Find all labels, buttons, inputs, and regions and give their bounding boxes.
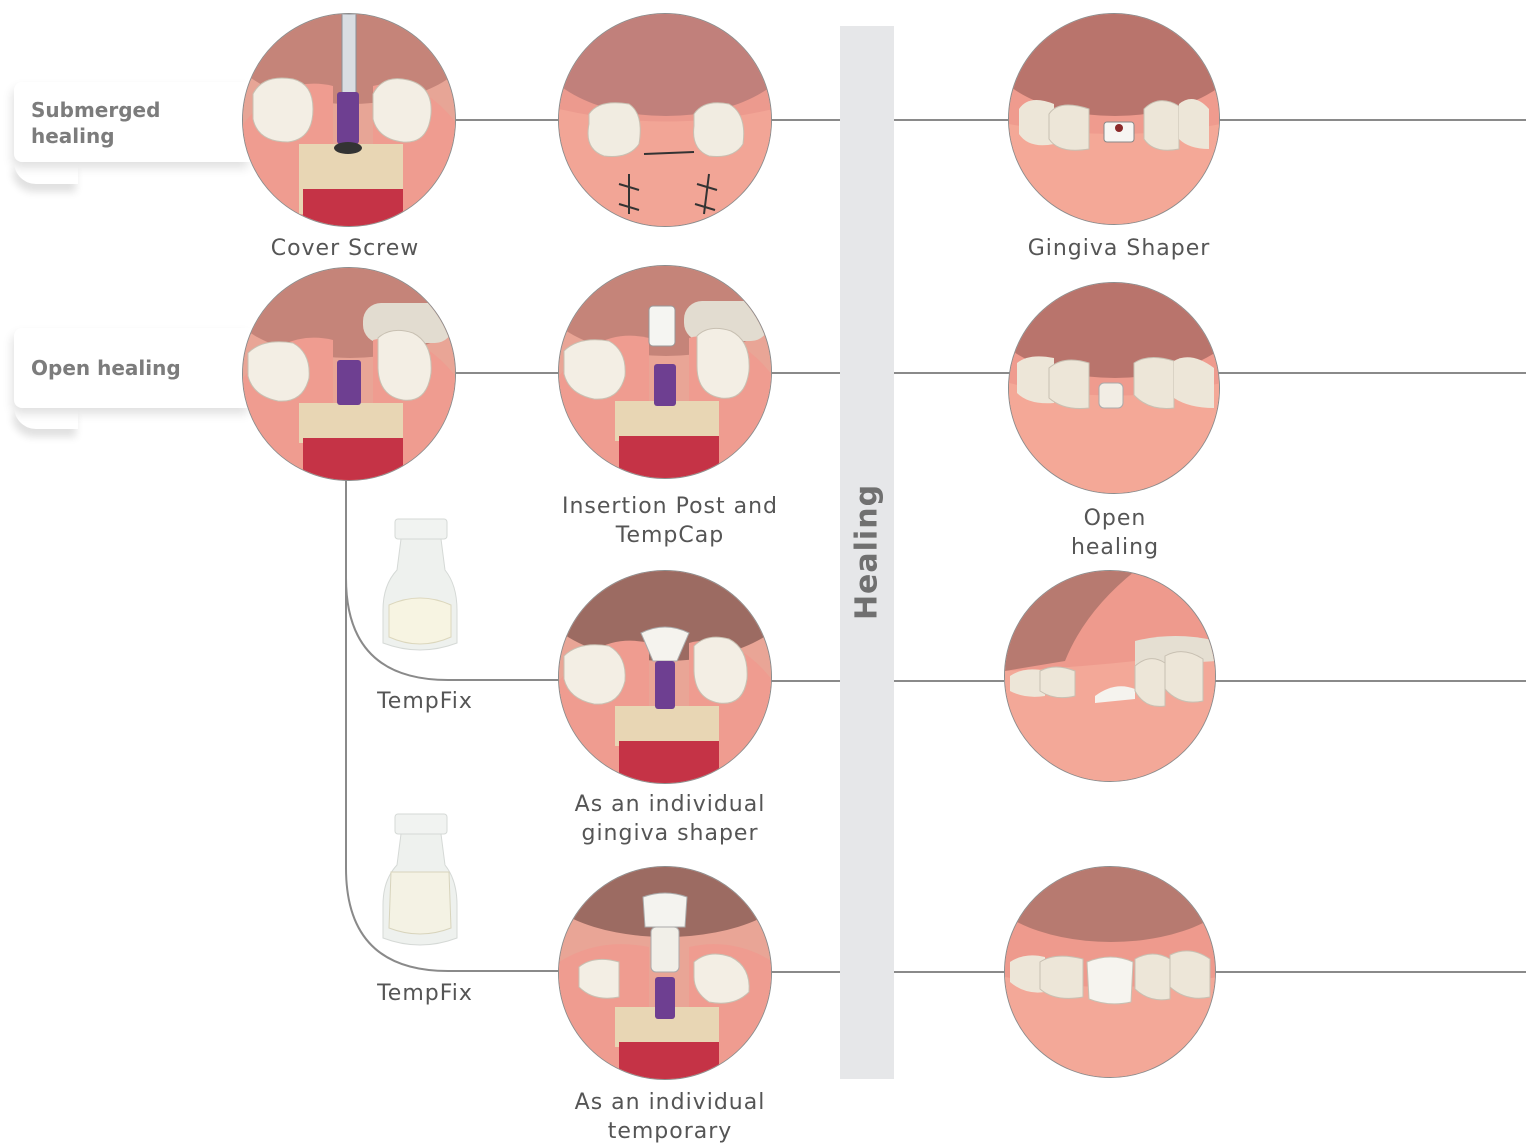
connector-line-row2-b xyxy=(771,372,840,374)
gingiva-shaper-caption-text: Gingiva Shaper xyxy=(1004,234,1234,263)
open-healing-caption-line2: healing xyxy=(1040,533,1190,562)
individual-temporary-caption-line1: As an individual xyxy=(545,1088,795,1117)
connector-line-row2-d xyxy=(1218,372,1526,374)
tempfix-caption-1: TempFix xyxy=(355,687,495,716)
sutured-closure-image xyxy=(558,13,772,227)
submerged-healing-tab: Submerged healing xyxy=(14,82,250,162)
cover-screw-caption-text: Cover Screw xyxy=(245,234,445,263)
insertion-post-caption: Insertion Post and TempCap xyxy=(545,492,795,550)
insertion-post-image xyxy=(558,265,772,479)
individual-shaper-caption: As an individual gingiva shaper xyxy=(545,790,795,848)
tempfix-caption-2-text: TempFix xyxy=(355,979,495,1008)
submerged-label-line2: healing xyxy=(31,123,160,149)
connector-line-row4-c xyxy=(894,971,1004,973)
individual-shaper-caption-line2: gingiva shaper xyxy=(545,819,795,848)
connector-line-row4-d xyxy=(1214,971,1526,973)
open-healing-result-image xyxy=(1008,282,1220,494)
individual-temporary-image xyxy=(558,866,772,1080)
tempfix-product-image-1 xyxy=(375,515,465,655)
tempfix-product-image-2 xyxy=(375,810,465,950)
insertion-post-caption-line1: Insertion Post and xyxy=(545,492,795,521)
tempfix-caption-1-text: TempFix xyxy=(355,687,495,716)
submerged-tab-tail xyxy=(14,162,78,184)
cover-screw-caption: Cover Screw xyxy=(245,234,445,263)
connector-line-row1-c xyxy=(894,119,1010,121)
connector-line-row1-a xyxy=(455,119,560,121)
tempfix-caption-2: TempFix xyxy=(355,979,495,1008)
healing-bar-label: Healing xyxy=(850,484,885,620)
connector-line-row2-a xyxy=(455,372,560,374)
connector-line-row4-b xyxy=(771,971,840,973)
submerged-label-line1: Submerged xyxy=(31,97,160,123)
connector-line-row1-b xyxy=(771,119,840,121)
open-healing-caption-line1: Open xyxy=(1040,504,1190,533)
insertion-post-caption-line2: TempCap xyxy=(545,521,795,550)
connector-line-row3-c xyxy=(894,680,1004,682)
gingiva-shaper-image xyxy=(1008,13,1220,225)
connector-line-row2-c xyxy=(894,372,1010,374)
connector-line-row3-d xyxy=(1214,680,1526,682)
individual-shaper-caption-line1: As an individual xyxy=(545,790,795,819)
connector-line-row3-b xyxy=(771,680,840,682)
individual-shaper-result-image xyxy=(1004,570,1216,782)
gingiva-shaper-caption: Gingiva Shaper xyxy=(1004,234,1234,263)
open-healing-tab: Open healing xyxy=(14,328,250,408)
connector-line-row1-d xyxy=(1218,119,1526,121)
individual-gingiva-shaper-image xyxy=(558,570,772,784)
individual-temporary-result-image xyxy=(1004,866,1216,1078)
open-healing-caption: Open healing xyxy=(1040,504,1190,562)
individual-temporary-caption: As an individual temporary xyxy=(545,1088,795,1146)
open-healing-label: Open healing xyxy=(31,356,181,380)
open-healing-implant-image xyxy=(242,267,456,481)
cover-screw-image xyxy=(242,13,456,227)
open-tab-tail xyxy=(14,407,78,429)
